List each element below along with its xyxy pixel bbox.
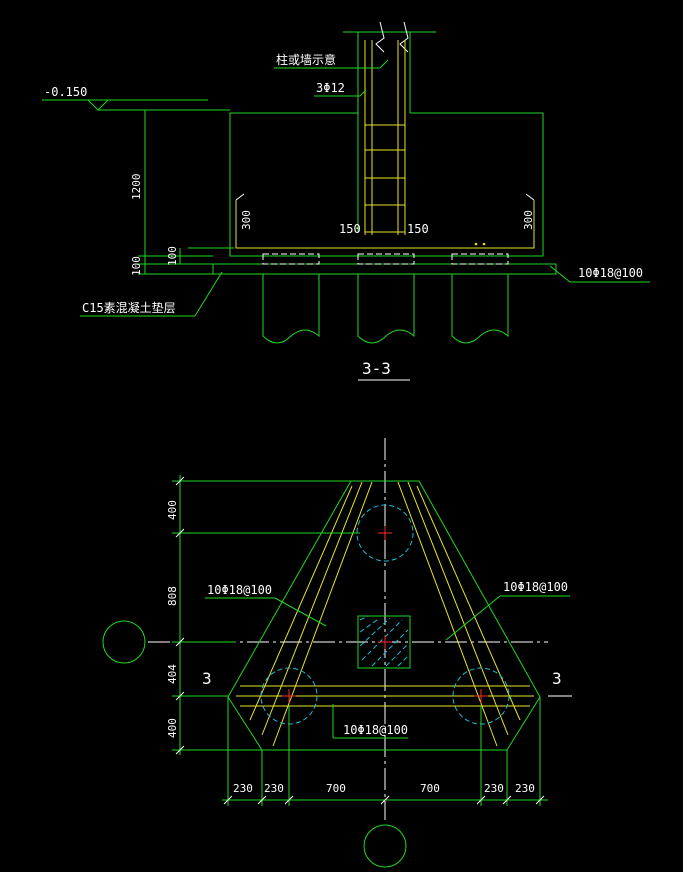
vdim-4: 400: [166, 718, 179, 738]
rebar-bottom-label: 10Φ18@100: [343, 723, 408, 737]
hdim-4: 700: [420, 782, 440, 795]
hdim-1: 230: [233, 782, 253, 795]
elevation-label: -0.150: [44, 85, 87, 99]
bottom-rebar-label: 10Φ18@100: [578, 266, 643, 280]
rebar-left-label: 10Φ18@100: [207, 583, 272, 597]
piles: [262, 253, 509, 344]
elevation-marker: -0.150: [42, 85, 230, 111]
cut-label-right: 3: [552, 669, 562, 688]
right-hook-dim: 300: [522, 210, 535, 230]
vdim-1: 400: [166, 500, 179, 520]
left-offset-dim: 150: [339, 222, 361, 236]
section-3-3: -0.150 1200 100 100 300 300 150 150 柱或墙示…: [42, 21, 650, 381]
vdim-2: 808: [166, 586, 179, 606]
section-vertical-dims: 1200 100 100: [130, 110, 234, 276]
column-outline: [343, 21, 436, 232]
hdim-2: 230: [264, 782, 284, 795]
hdim-5: 230: [484, 782, 504, 795]
cushion-note: C15素混凝土垫层: [82, 300, 176, 315]
cushion-note-leader: [80, 271, 223, 317]
vdim-3: 404: [166, 664, 179, 684]
cushion-dim: 100: [130, 256, 143, 276]
bottom-rebar-leader: [549, 265, 650, 283]
footing-bottom-rebar: [235, 193, 535, 249]
rebar-right-label: 10Φ18@100: [503, 580, 568, 594]
column-rebar-label: 3Φ12: [316, 81, 345, 95]
column-rebar: [364, 40, 406, 235]
cushion-top-dim: 100: [166, 246, 179, 266]
axis-bubble-left: [102, 620, 146, 664]
height-dim: 1200: [130, 174, 143, 201]
plan-vertical-dims: 400 808 404 400: [166, 475, 360, 755]
right-offset-dim: 150: [407, 222, 429, 236]
column-plan: [357, 615, 411, 669]
column-note-leader: [274, 59, 389, 97]
left-hook-dim: 300: [240, 210, 253, 230]
cushion-layer: [212, 263, 557, 275]
hdim-6: 230: [515, 782, 535, 795]
plan-rebar-leaders: [205, 595, 570, 739]
section-title: 3-3: [362, 359, 391, 378]
plan-view: 10Φ18@100 10Φ18@100 10Φ18@100 3 3 400 80…: [102, 438, 572, 868]
footing-outline: [229, 112, 544, 257]
column-note: 柱或墙示意: [276, 52, 336, 67]
hdim-3: 700: [326, 782, 346, 795]
axis-bubble-bottom: [363, 824, 407, 868]
cut-label-left: 3: [202, 669, 212, 688]
plan-horizontal-dims: 230 230 700 700 230 230: [222, 697, 548, 806]
